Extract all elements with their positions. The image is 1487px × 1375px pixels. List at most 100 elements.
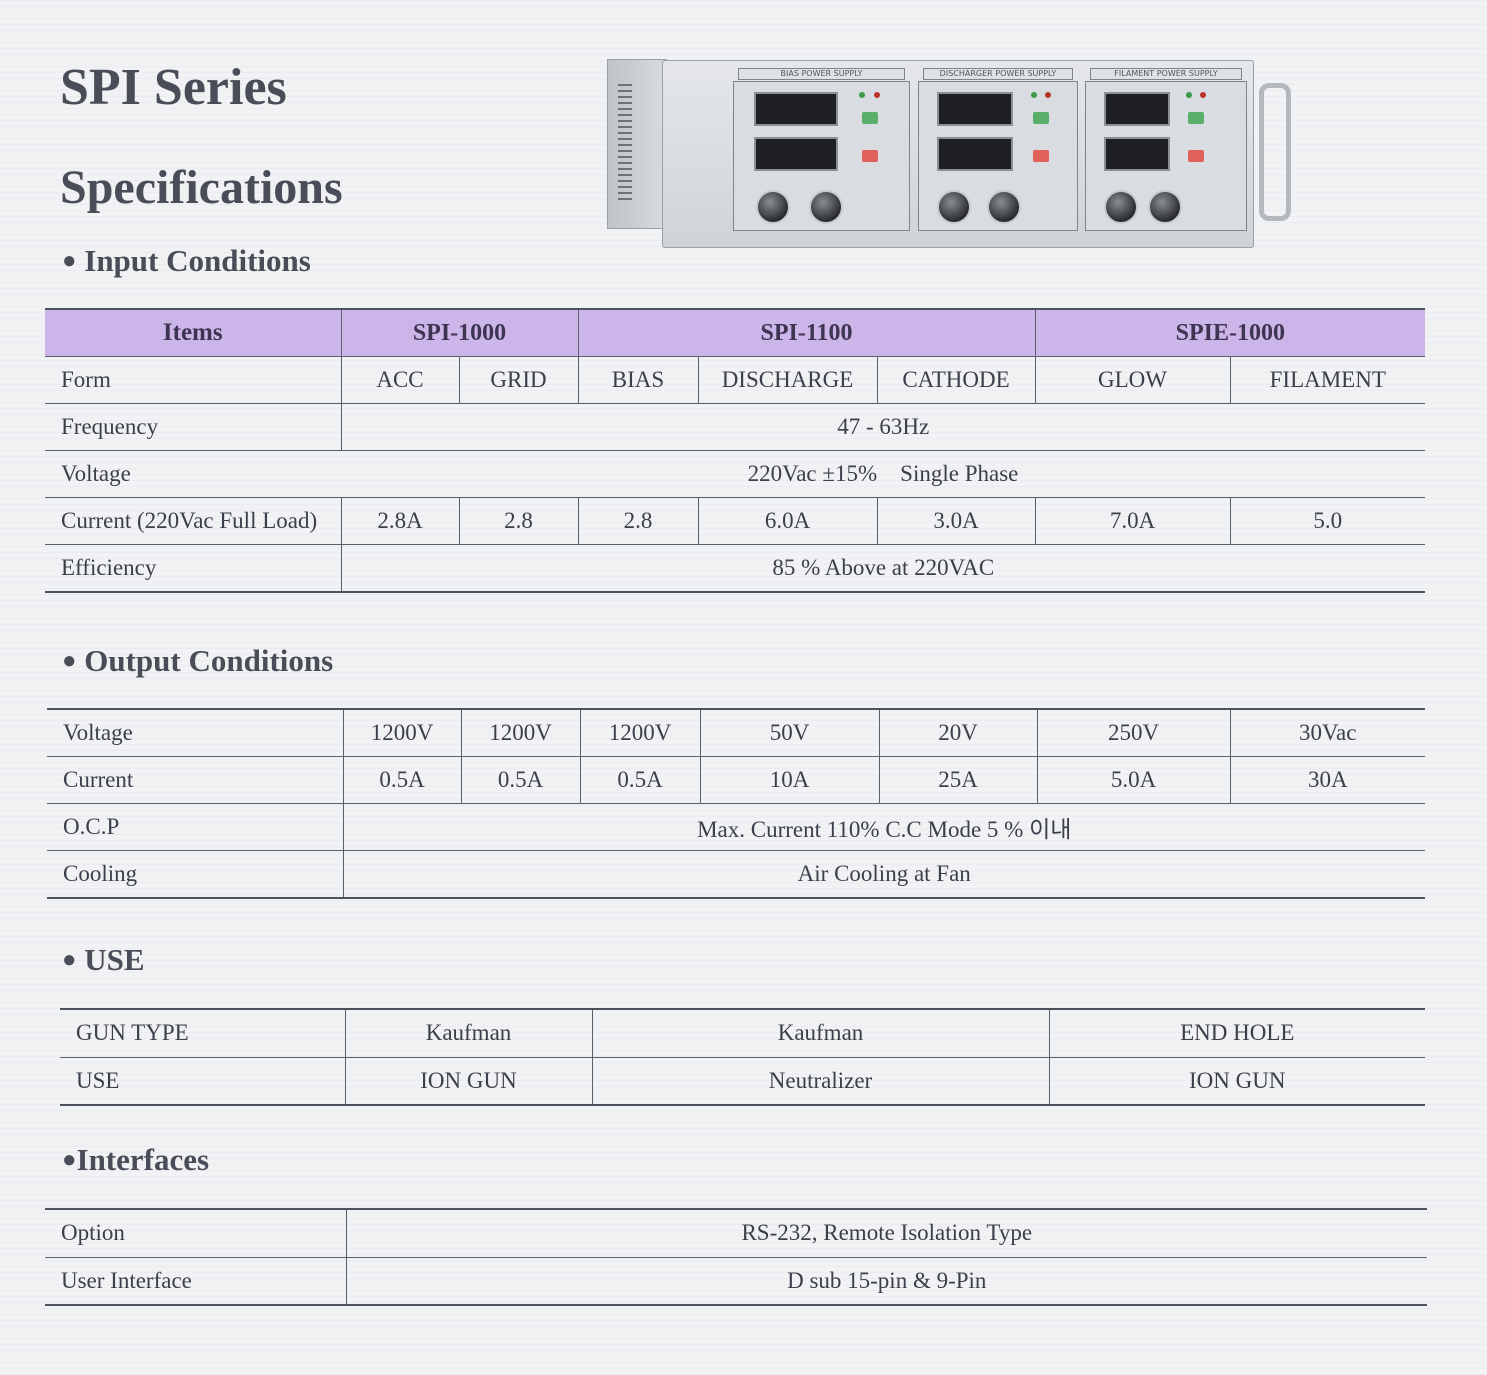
panel-label: DISCHARGER POWER SUPPLY (923, 68, 1073, 80)
use-table: GUN TYPE Kaufman Kaufman END HOLE USE IO… (60, 1008, 1425, 1106)
row-label: Cooling (63, 861, 138, 886)
table-cell: 50V (699, 709, 879, 757)
table-cell: 30Vac (1229, 709, 1425, 757)
status-led (1186, 92, 1192, 98)
interfaces-title: Interfaces (76, 1142, 210, 1177)
output-conditions-heading: ● Output Conditions (62, 643, 333, 679)
row-label: O.C.P (63, 814, 120, 839)
row-label: Current (63, 767, 134, 792)
table-row: Option RS-232, Remote Isolation Type (45, 1209, 1427, 1257)
table-cell: Kaufman (344, 1009, 592, 1057)
interfaces-table: Option RS-232, Remote Isolation Type Use… (45, 1208, 1427, 1306)
table-row: Frequency 47 - 63Hz (45, 403, 1426, 451)
table-header-row: Items SPI-1000 SPI-1100 SPIE-1000 (45, 309, 1426, 357)
table-row: Voltage 1200V 1200V 1200V 50V 20V 250V 3… (47, 709, 1425, 757)
rack-handle-right (1259, 83, 1291, 221)
table-cell: 5.0 (1229, 497, 1426, 545)
table-cell: 7.0A (1034, 497, 1231, 545)
row-label: Voltage (63, 720, 133, 745)
off-button (1033, 150, 1049, 162)
table-cell: GLOW (1034, 356, 1231, 404)
row-label: Voltage (61, 461, 131, 486)
display-screen (937, 92, 1013, 126)
panel-label: BIAS POWER SUPPLY (738, 68, 905, 80)
panel-label: FILAMENT POWER SUPPLY (1090, 68, 1242, 80)
status-led (859, 92, 865, 98)
device-front-panel: BIAS POWER SUPPLY DISCHARGER POWER SUPPL… (662, 60, 1254, 248)
on-button (862, 112, 878, 124)
on-button (1033, 112, 1049, 124)
table-cell: Kaufman (591, 1009, 1049, 1057)
bias-panel: BIAS POWER SUPPLY (733, 68, 910, 231)
bullet-icon: ● (62, 1147, 77, 1173)
voltage-value: 220Vac ±15% (747, 461, 878, 486)
row-label: GUN TYPE (76, 1020, 189, 1046)
table-cell: 5.0A (1036, 756, 1230, 804)
table-row: Cooling Air Cooling at Fan (47, 850, 1425, 898)
table-cell: 1200V (342, 709, 461, 757)
table-row: GUN TYPE Kaufman Kaufman END HOLE (60, 1009, 1425, 1057)
table-cell: Air Cooling at Fan (342, 850, 1425, 898)
table-cell: 0.5A (579, 756, 700, 804)
status-led (1200, 92, 1206, 98)
specifications-title: Specifications (60, 161, 343, 214)
input-conditions-title: Input Conditions (84, 243, 311, 278)
interfaces-heading: ●Interfaces (62, 1142, 209, 1178)
table-row: USE ION GUN Neutralizer ION GUN (60, 1057, 1425, 1105)
input-conditions-heading: ● Input Conditions (62, 243, 311, 279)
table-cell: 25A (878, 756, 1037, 804)
discharge-panel: DISCHARGER POWER SUPPLY (918, 68, 1078, 231)
off-button (1188, 150, 1204, 162)
row-label: Frequency (61, 414, 159, 439)
table-cell: Neutralizer (591, 1057, 1049, 1105)
table-cell: 30A (1229, 756, 1425, 804)
filament-panel: FILAMENT POWER SUPPLY (1085, 68, 1247, 231)
table-row: Voltage 220Vac ±15% Single Phase (45, 451, 1426, 498)
row-label: Option (61, 1220, 125, 1246)
display-screen (1104, 137, 1170, 171)
row-label: Form (61, 367, 111, 392)
table-row: Current (220Vac Full Load) 2.8A 2.8 2.8 … (45, 497, 1426, 545)
table-cell: Max. Current 110% C.C Mode 5 % 이내 (342, 803, 1425, 851)
model-header-spi-1100: SPI-1100 (577, 309, 1036, 357)
table-row: Efficiency 85 % Above at 220VAC (45, 544, 1426, 592)
table-cell: FILAMENT (1229, 356, 1426, 404)
row-label: User Interface (61, 1267, 192, 1293)
device-side-panel (607, 59, 667, 229)
voltage-knob (1104, 190, 1138, 224)
bullet-icon: ● (62, 248, 77, 274)
table-cell: 1200V (579, 709, 700, 757)
table-cell: 47 - 63Hz (340, 403, 1426, 451)
off-button (862, 150, 878, 162)
input-conditions-table: Items SPI-1000 SPI-1100 SPIE-1000 Form A… (45, 308, 1426, 593)
table-cell: 3.0A (876, 497, 1036, 545)
table-row: User Interface D sub 15-pin & 9-Pin (45, 1257, 1427, 1305)
table-cell: D sub 15-pin & 9-Pin (345, 1257, 1427, 1305)
table-cell: GRID (458, 356, 578, 404)
phase-value: Single Phase (900, 461, 1019, 486)
voltage-knob (756, 190, 790, 224)
vent-grille (618, 80, 632, 200)
table-cell: ION GUN (1048, 1057, 1425, 1105)
table-cell: ACC (340, 356, 459, 404)
on-button (1188, 112, 1204, 124)
table-cell: 0.5A (342, 756, 461, 804)
bullet-icon: ● (62, 947, 77, 973)
display-screen (937, 137, 1013, 171)
table-cell: 2.8 (458, 497, 578, 545)
table-cell: 220Vac ±15% Single Phase (341, 451, 1425, 498)
table-cell: 6.0A (697, 497, 877, 545)
table-cell: 250V (1036, 709, 1230, 757)
table-row: Form ACC GRID BIAS DISCHARGE CATHODE GLO… (45, 356, 1426, 404)
row-label: Current (220Vac Full Load) (61, 508, 318, 533)
row-label: Efficiency (61, 555, 157, 580)
series-title: SPI Series (60, 59, 287, 116)
table-cell: BIAS (577, 356, 698, 404)
table-row: Current 0.5A 0.5A 0.5A 10A 25A 5.0A 30A (47, 756, 1425, 804)
table-cell: CATHODE (876, 356, 1036, 404)
voltage-knob (937, 190, 971, 224)
table-cell: ION GUN (344, 1057, 592, 1105)
output-conditions-title: Output Conditions (84, 643, 334, 678)
items-header: Items (45, 309, 341, 357)
bullet-icon: ● (62, 648, 77, 674)
